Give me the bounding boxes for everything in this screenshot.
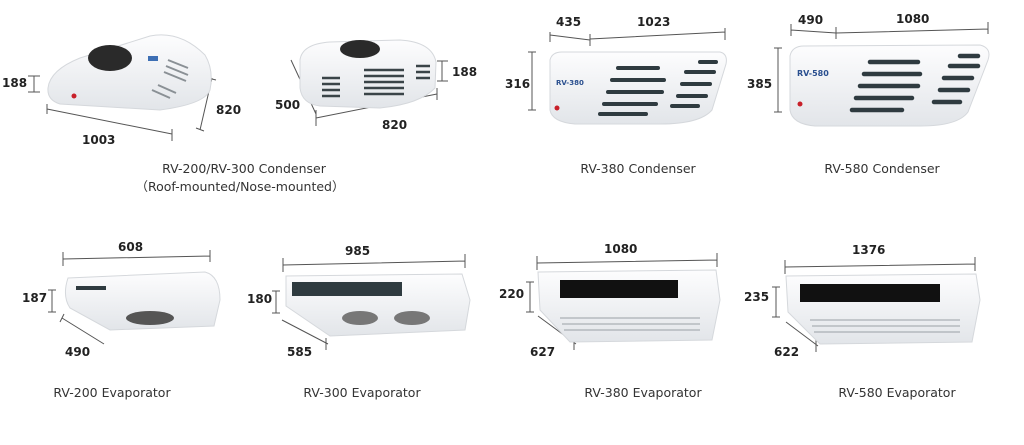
dim-height: 180 — [247, 292, 273, 306]
svg-text:RV-580: RV-580 — [797, 69, 829, 78]
dim-height: 187 — [22, 291, 48, 305]
dim-height: 188 — [2, 76, 28, 90]
subcaption: （Roof-mounted/Nose-mounted） — [135, 179, 345, 194]
rv200-evaporator-image — [64, 271, 221, 331]
dim-length: 1023 — [637, 15, 671, 29]
dim-height: 316 — [505, 77, 531, 91]
rv300-nose-condenser-image — [299, 39, 437, 109]
svg-text:RV-380: RV-380 — [556, 79, 584, 87]
dim-depth: 490 — [798, 13, 824, 27]
rv580-evaporator-image — [785, 273, 981, 345]
dim-length: 1003 — [82, 133, 116, 147]
caption: RV-200 Evaporator — [53, 385, 171, 400]
caption: RV-380 Condenser — [580, 161, 696, 176]
dim-height: 188 — [452, 65, 478, 79]
dim-height: 220 — [499, 287, 525, 301]
dim-depth: 622 — [774, 345, 800, 359]
rv380-evaporator-image — [537, 269, 721, 343]
dim-depth: 490 — [65, 345, 91, 359]
rv300-evaporator-image — [285, 273, 471, 337]
rv200-roof-condenser-image — [47, 34, 212, 111]
dim-depth: 500 — [275, 98, 301, 112]
caption: RV-580 Evaporator — [838, 385, 956, 400]
dim-depth: 435 — [556, 15, 582, 29]
rv580-condenser-image: RV-580 — [789, 44, 990, 127]
caption: RV-380 Evaporator — [584, 385, 702, 400]
dim-length: 1376 — [852, 243, 886, 257]
dim-depth: 627 — [530, 345, 556, 359]
dim-depth: 585 — [287, 345, 313, 359]
caption: RV-300 Evaporator — [303, 385, 421, 400]
caption: RV-200/RV-300 Condenser — [162, 161, 326, 176]
dim-length: 820 — [382, 118, 408, 132]
dim-height: 385 — [747, 77, 773, 91]
dim-length: 1080 — [604, 242, 638, 256]
dim-length: 1080 — [896, 12, 930, 26]
dim-depth: 820 — [216, 103, 242, 117]
dim-length: 985 — [345, 244, 371, 258]
rv380-condenser-image: RV-380 — [549, 51, 727, 125]
dim-length: 608 — [118, 240, 144, 254]
dim-height: 235 — [744, 290, 770, 304]
caption: RV-580 Condenser — [824, 161, 940, 176]
